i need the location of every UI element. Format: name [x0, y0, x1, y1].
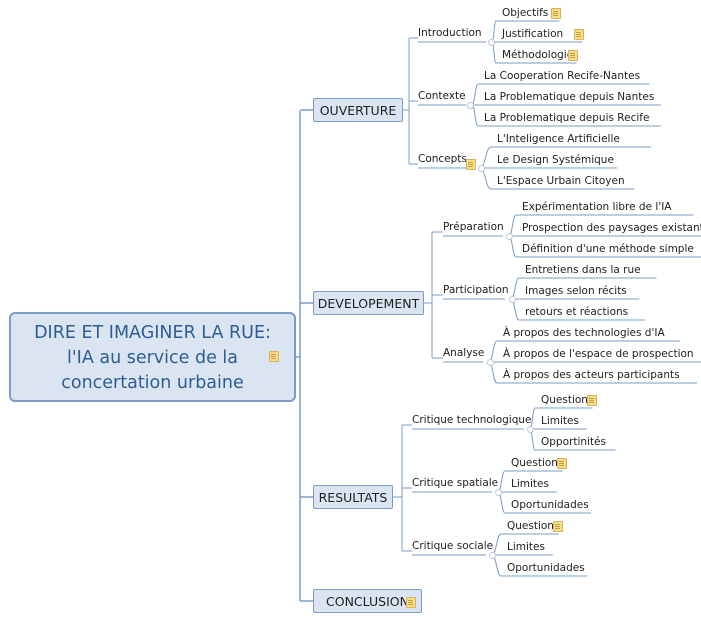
leaf-exp-rimentation-libre-de-l-ia[interactable]: Expérimentation libre de l'IA [522, 201, 672, 213]
question-note-icon[interactable] [586, 395, 597, 406]
leaf-prospection-des-paysages-existants[interactable]: Prospection des paysages existants [522, 222, 701, 234]
branch-ouverture[interactable]: OUVERTURE [313, 98, 403, 122]
leaf-note-icon[interactable] [574, 29, 585, 40]
collapse-toggle-2-1[interactable] [495, 489, 502, 496]
leaf-question[interactable]: Question [511, 457, 558, 469]
branch-conclusion[interactable]: CONCLUSION [313, 589, 422, 613]
leaf--propos-des-technologies-d-ia[interactable]: À propos des technologies d'IA [503, 327, 665, 339]
leaf--propos-des-acteurs-participants[interactable]: À propos des acteurs participants [503, 369, 680, 381]
question-note-icon[interactable] [552, 521, 563, 532]
leaf-le-design-syst-mique[interactable]: Le Design Systémique [497, 154, 614, 166]
leaf-d-finition-d-une-m-thode-simple[interactable]: Définition d'une méthode simple [522, 243, 694, 255]
leaf-limites[interactable]: Limites [511, 478, 549, 490]
leaf-limites[interactable]: Limites [541, 415, 579, 427]
conclusion-note-icon[interactable] [406, 597, 416, 608]
leaf-question[interactable]: Question [507, 520, 554, 532]
root-line-2: l'IA au service de la [66, 348, 239, 368]
leaf-la-problematique-depuis-nantes[interactable]: La Problematique depuis Nantes [484, 91, 655, 103]
topic-contexte[interactable]: Contexte [418, 90, 466, 102]
leaf-images-selon-r-cits[interactable]: Images selon récits [525, 285, 627, 297]
leaf-retours-et-r-actions[interactable]: retours et réactions [525, 306, 629, 318]
topic-participation[interactable]: Participation [443, 284, 509, 296]
leaf-question[interactable]: Question [541, 394, 588, 406]
leaf-la-problematique-depuis-recife[interactable]: La Problematique depuis Recife [484, 112, 650, 124]
topic-analyse[interactable]: Analyse [443, 347, 485, 359]
topic-critique-spatiale[interactable]: Critique spatiale [412, 477, 499, 489]
root-line-3: concertation urbaine [61, 373, 244, 393]
concepts-note-icon[interactable] [466, 159, 476, 170]
topic-critique-sociale[interactable]: Critique sociale [412, 540, 494, 552]
topic-concepts[interactable]: Concepts [418, 153, 467, 165]
leaf-la-cooperation-recife-nantes[interactable]: La Cooperation Recife-Nantes [484, 70, 641, 82]
branch-developement[interactable]: DEVELOPEMENT [313, 291, 424, 315]
leaf-opportinit-s[interactable]: Opportinités [541, 436, 606, 448]
collapse-toggle-2-2[interactable] [489, 552, 496, 559]
question-note-icon[interactable] [556, 458, 567, 469]
collapse-toggle-0-1[interactable] [467, 102, 474, 109]
leaf-justification[interactable]: Justification [502, 28, 564, 40]
leaf-l-espace-urbain-citoyen[interactable]: L'Espace Urbain Citoyen [497, 175, 625, 187]
leaf-oportunidades[interactable]: Oportunidades [511, 499, 589, 511]
root-topic[interactable]: DIRE ET IMAGINER LA RUE: l'IA au service… [9, 312, 296, 402]
leaf-objectifs[interactable]: Objectifs [502, 7, 549, 19]
topic-critique-technologique[interactable]: Critique technologique [412, 414, 532, 426]
root-note-icon[interactable] [269, 351, 279, 362]
collapse-toggle-0-0[interactable] [488, 39, 495, 46]
leaf-limites[interactable]: Limites [507, 541, 545, 553]
leaf--propos-de-l-espace-de-prospection[interactable]: À propos de l'espace de prospection [503, 348, 694, 360]
branch-resultats[interactable]: RESULTATS [313, 485, 393, 509]
leaf-entretiens-dans-la-rue[interactable]: Entretiens dans la rue [525, 264, 641, 276]
topic-préparation[interactable]: Préparation [443, 221, 504, 233]
topic-introduction[interactable]: Introduction [418, 27, 482, 39]
leaf-note-icon[interactable] [568, 50, 579, 61]
leaf-oportunidades[interactable]: Oportunidades [507, 562, 585, 574]
root-line-1: DIRE ET IMAGINER LA RUE: [34, 323, 271, 343]
collapse-toggle-2-0[interactable] [527, 426, 534, 433]
collapse-toggle-0-2[interactable] [478, 165, 485, 172]
collapse-toggle-1-1[interactable] [509, 296, 516, 303]
collapse-toggle-1-0[interactable] [506, 233, 513, 240]
leaf-m-thodologie[interactable]: Méthodologie [502, 49, 574, 61]
collapse-toggle-1-2[interactable] [487, 359, 494, 366]
leaf-note-icon[interactable] [551, 8, 562, 19]
leaf-l-inteligence-artificielle[interactable]: L'Inteligence Artificielle [497, 133, 620, 145]
